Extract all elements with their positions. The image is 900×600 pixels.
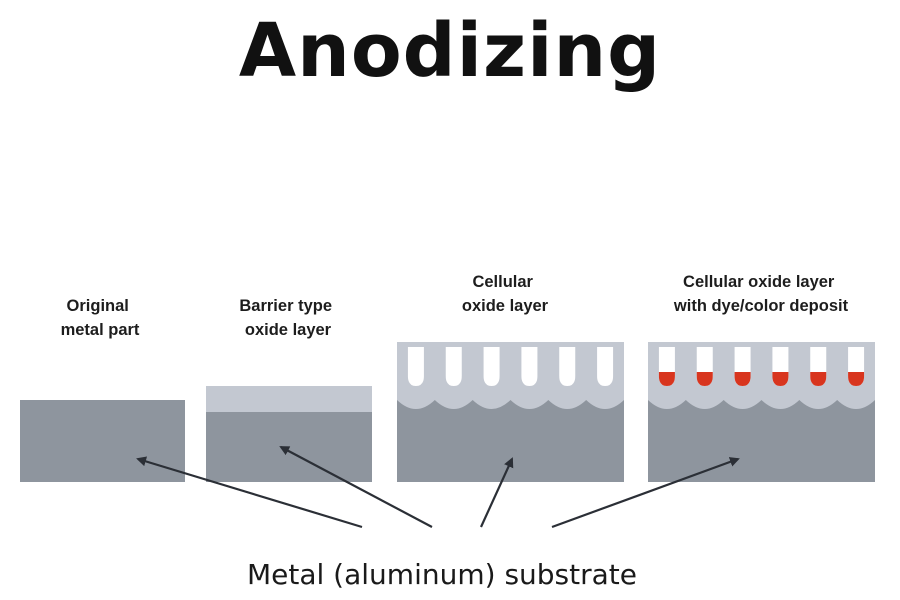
stage-3-label-line1: Cellular [472, 273, 533, 291]
arrow-to-stage-2 [279, 446, 433, 528]
stage-4-dye-deposit [848, 372, 865, 386]
stage-3-pore [559, 347, 576, 386]
stage-3-label: Cellular oxide layer [462, 273, 549, 315]
stage-3-label-line2: oxide layer [462, 297, 549, 315]
stage-3-pore [597, 347, 614, 386]
stage-1-label-line2: metal part [61, 321, 140, 339]
stage-1-metal-block [20, 400, 185, 482]
stage-4-label: Cellular oxide layer with dye/color depo… [673, 273, 849, 315]
substrate-caption: Metal (aluminum) substrate [247, 558, 637, 591]
page-title: Anodizing [238, 8, 662, 94]
stage-4-cellular-oxide-layer [648, 342, 875, 409]
stage-1-label-line1: Original [67, 297, 129, 315]
stage-3-pore [407, 347, 424, 386]
stage-3-metal-block [397, 398, 624, 482]
arrow-to-stage-1 [136, 456, 363, 529]
stage-2-label-line2: oxide layer [245, 321, 332, 339]
stage-4-label-line2: with dye/color deposit [673, 297, 849, 315]
stage-4-dye-deposit [734, 372, 751, 386]
stage-4-label-line1: Cellular oxide layer [683, 273, 835, 291]
stage-4-dye-deposit [696, 372, 713, 386]
stage-4-dye-deposit [810, 372, 827, 386]
stage-2-metal-block [206, 412, 372, 482]
stage-4-dye-deposit [772, 372, 789, 386]
stage-3-pore [445, 347, 462, 386]
stage-4-oxide-body [648, 342, 875, 409]
stage-2-label: Barrier type oxide layer [239, 297, 336, 339]
stage-2-barrier-oxide-layer [206, 386, 372, 412]
stage-3-oxide-body [397, 342, 624, 409]
stage-4-dye-deposit [658, 372, 675, 386]
stage-3-cellular-oxide-layer [397, 342, 624, 409]
stage-1-label: Original metal part [61, 297, 140, 339]
stage-3-pore [521, 347, 538, 386]
stage-3-pore [483, 347, 500, 386]
arrow-to-stage-3 [479, 457, 514, 528]
stage-2-label-line1: Barrier type [239, 297, 332, 315]
stage-4-metal-block [648, 398, 875, 482]
arrow-to-stage-4 [551, 457, 740, 529]
